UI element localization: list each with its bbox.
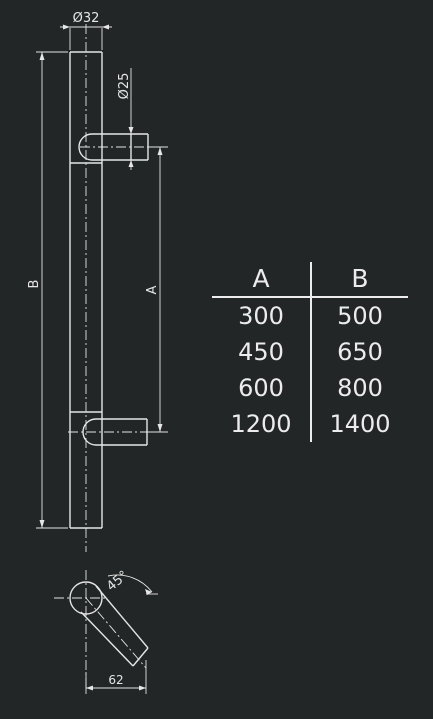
cell-b: 800: [337, 374, 383, 402]
dimension-length-b: B: [27, 51, 68, 529]
table-row: 1200 1400: [212, 406, 408, 442]
table-row: 300 500: [212, 297, 408, 334]
cell-b: 650: [337, 338, 383, 366]
offset-label: 62: [108, 673, 123, 687]
table-row: 600 800: [212, 370, 408, 406]
standoff-diameter-label: Ø25: [117, 73, 132, 100]
header-b: B: [311, 262, 408, 298]
section-view: 45° 62: [54, 568, 158, 694]
dimension-bar-diameter: Ø32: [60, 11, 112, 50]
dimension-spacing-a: A: [145, 146, 168, 433]
cell-a: 1200: [212, 406, 312, 442]
cell-a: 450: [212, 334, 312, 370]
header-a: A: [212, 262, 312, 298]
dimension-standoff-diameter: Ø25: [117, 68, 134, 170]
length-b-label: B: [27, 280, 42, 289]
table-header-row: A B: [212, 262, 408, 298]
cell-b: 500: [337, 302, 383, 330]
spacing-a-label: A: [145, 285, 160, 294]
cell-b: 1400: [329, 410, 391, 438]
cell-a: 600: [212, 370, 312, 406]
table-row: 450 650: [212, 334, 408, 370]
angle-label: 45°: [104, 568, 131, 594]
cell-a: 300: [212, 297, 312, 334]
bar-diameter-label: Ø32: [73, 11, 100, 26]
size-table: A B 300 500 450 650 600 800 1200 1400: [212, 262, 408, 442]
